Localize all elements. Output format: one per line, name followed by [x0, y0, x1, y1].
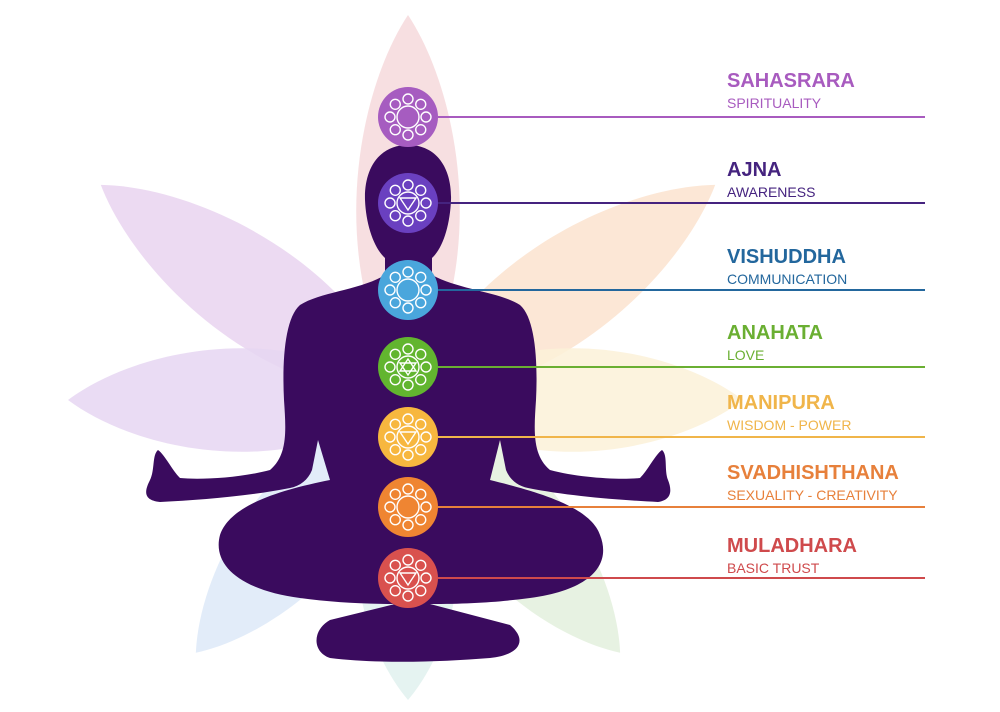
chakra-symbol-icon [378, 548, 438, 608]
chakra-meaning: SPIRITUALITY [727, 95, 822, 111]
chakra-name: VISHUDDHA [727, 246, 846, 268]
chakra-manipura: MANIPURA WISDOM - POWER [378, 392, 925, 467]
chakra-symbol-icon [378, 477, 438, 537]
chakra-name: AJNA [727, 159, 781, 181]
chakra-meaning: COMMUNICATION [727, 271, 847, 287]
chakra-muladhara: MULADHARA BASIC TRUST [378, 535, 925, 608]
chakra-name: SVADHISHTHANA [727, 462, 899, 484]
chakra-name: ANAHATA [727, 322, 823, 344]
chakra-symbol-icon [378, 337, 438, 397]
chakra-symbol-icon [378, 87, 438, 147]
chakra-meaning: BASIC TRUST [727, 560, 820, 576]
chakra-meaning: SEXUALITY - CREATIVITY [727, 487, 898, 503]
chakra-name: MANIPURA [727, 392, 835, 414]
mandala-icon [384, 554, 432, 602]
mandala-icon [384, 179, 432, 227]
chakra-ajna: AJNA AWARENESS [378, 159, 925, 233]
chakra-meaning: LOVE [727, 347, 764, 363]
mandala-icon [384, 413, 432, 461]
chakra-meaning: WISDOM - POWER [727, 417, 851, 433]
chakra-meaning: AWARENESS [727, 184, 815, 200]
mandala-icon [384, 343, 432, 391]
chakra-anahata: ANAHATA LOVE [378, 322, 925, 397]
chakra-name: SAHASRARA [727, 70, 855, 92]
chakra-symbol-icon [378, 173, 438, 233]
mandala-icon [384, 93, 432, 141]
mandala-icon [384, 483, 432, 531]
chakra-vishuddha: VISHUDDHA COMMUNICATION [378, 246, 925, 320]
mandala-icon [384, 266, 432, 314]
chakra-name: MULADHARA [727, 535, 857, 557]
chakra-sahasrara: SAHASRARA SPIRITUALITY [378, 70, 925, 147]
chakra-symbol-icon [378, 260, 438, 320]
chakra-symbol-icon [378, 407, 438, 467]
chakra-svadhishthana: SVADHISHTHANA SEXUALITY - CREATIVITY [378, 462, 925, 537]
